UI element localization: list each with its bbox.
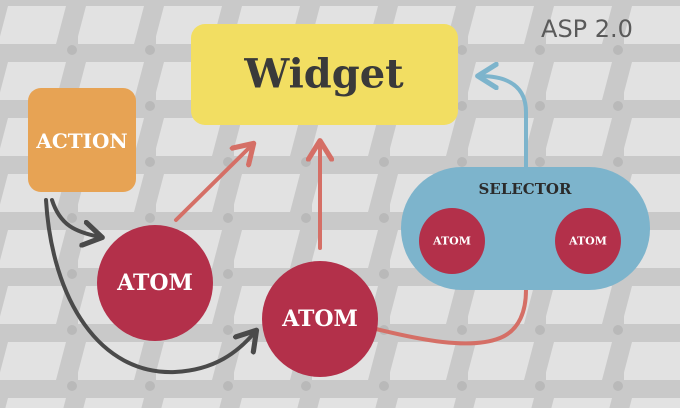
atom-node-center: ATOM	[262, 261, 378, 377]
connector-atom-center-to-selector	[370, 288, 528, 346]
widget-node: Widget	[191, 24, 458, 125]
atom-left-label: ATOM	[116, 270, 193, 296]
selector-label: SELECTOR	[479, 180, 572, 198]
action-label: ACTION	[35, 129, 127, 153]
arrow-action-to-atom-center	[44, 198, 255, 375]
arrow-action-to-atom-left	[50, 198, 100, 237]
brand-label: ASP 2.0	[541, 15, 633, 43]
widget-label: Widget	[243, 51, 404, 98]
selector-atom-a-label: ATOM	[432, 235, 471, 248]
selector-node: SELECTOR ATOM ATOM	[401, 167, 650, 290]
arrow-selector-to-widget	[480, 76, 528, 170]
atom-center-label: ATOM	[281, 306, 358, 332]
atom-node-left: ATOM	[97, 225, 213, 341]
selector-atom-b-label: ATOM	[568, 235, 607, 248]
action-node: ACTION	[28, 88, 136, 192]
selector-atom-a	[419, 208, 485, 274]
selector-atom-b	[555, 208, 621, 274]
arrow-atom-left-to-widget	[174, 145, 252, 222]
